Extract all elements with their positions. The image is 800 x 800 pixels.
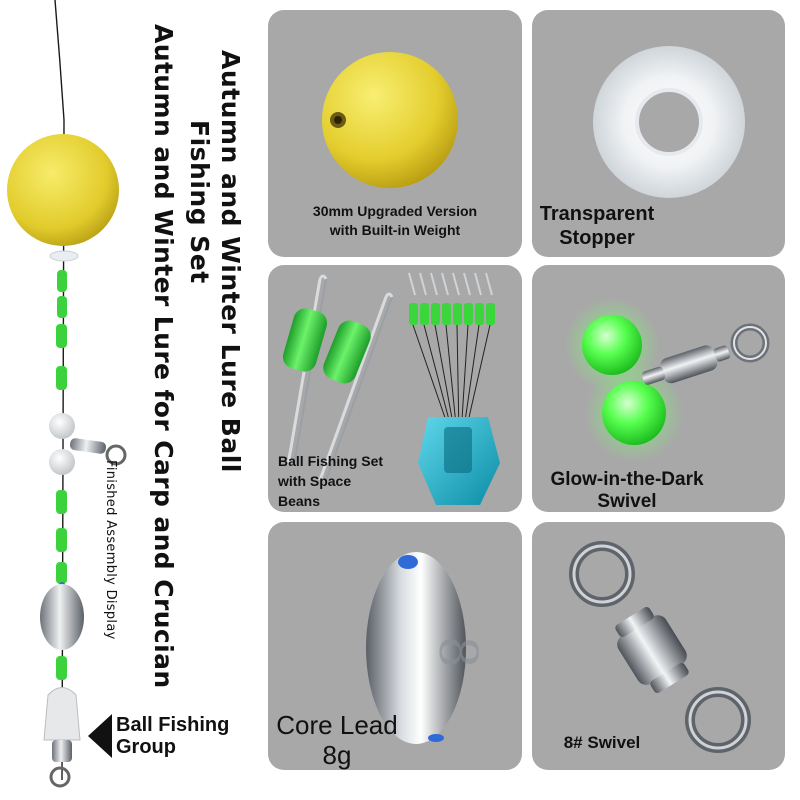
card-beans-caption: Ball Fishing Set with Space Beans bbox=[278, 453, 384, 509]
group-label-line1: Ball Fishing bbox=[116, 714, 230, 736]
card-core-lead: 8 Core Lead 8g bbox=[268, 522, 522, 770]
foam-ball-image bbox=[322, 52, 458, 188]
card-stopper-caption: Transparent Stopper bbox=[539, 203, 655, 249]
svg-text:8: 8 bbox=[427, 635, 487, 668]
card-glow-caption: Glow-in-the-Dark Swivel bbox=[550, 469, 704, 512]
product-title-line2: Fishing Set bbox=[185, 120, 214, 284]
stopper-image bbox=[593, 46, 745, 198]
card-space-beans: Ball Fishing Set with Space Beans bbox=[268, 265, 522, 512]
glow-swivel-image bbox=[564, 297, 770, 463]
card-foam-ball-caption: 30mm Upgraded Version with Built-in Weig… bbox=[312, 203, 478, 238]
group-legend: Ball Fishing Group bbox=[88, 712, 238, 762]
card-swivel-caption: 8# Swivel bbox=[563, 733, 641, 752]
assembly-caption: Finished Assembly Display bbox=[103, 460, 118, 640]
card-foam-ball: 30mm Upgraded Version with Built-in Weig… bbox=[268, 10, 522, 257]
core-lead-image: 8 bbox=[366, 552, 487, 744]
product-subtitle: Autumn and Winter Lure for Carp and Cruc… bbox=[149, 24, 178, 689]
card-glow-swivel: Glow-in-the-Dark Swivel bbox=[532, 265, 785, 512]
card-lead-caption: Core Lead 8g bbox=[276, 710, 398, 770]
assembly-drawing bbox=[7, 0, 127, 788]
card-8-swivel: 8# Swivel bbox=[532, 522, 785, 770]
finished-assembly-illustration bbox=[0, 0, 140, 800]
group-label: Ball Fishing Group bbox=[116, 714, 229, 758]
rolling-swivel-image bbox=[569, 541, 751, 753]
space-beans-image bbox=[282, 272, 500, 505]
card-transparent-stopper: Transparent Stopper bbox=[532, 10, 785, 257]
product-title-line1: Autumn and Winter Lure Ball bbox=[216, 50, 245, 473]
arrow-left-icon bbox=[88, 714, 112, 758]
group-label-line2: Group bbox=[116, 736, 176, 758]
